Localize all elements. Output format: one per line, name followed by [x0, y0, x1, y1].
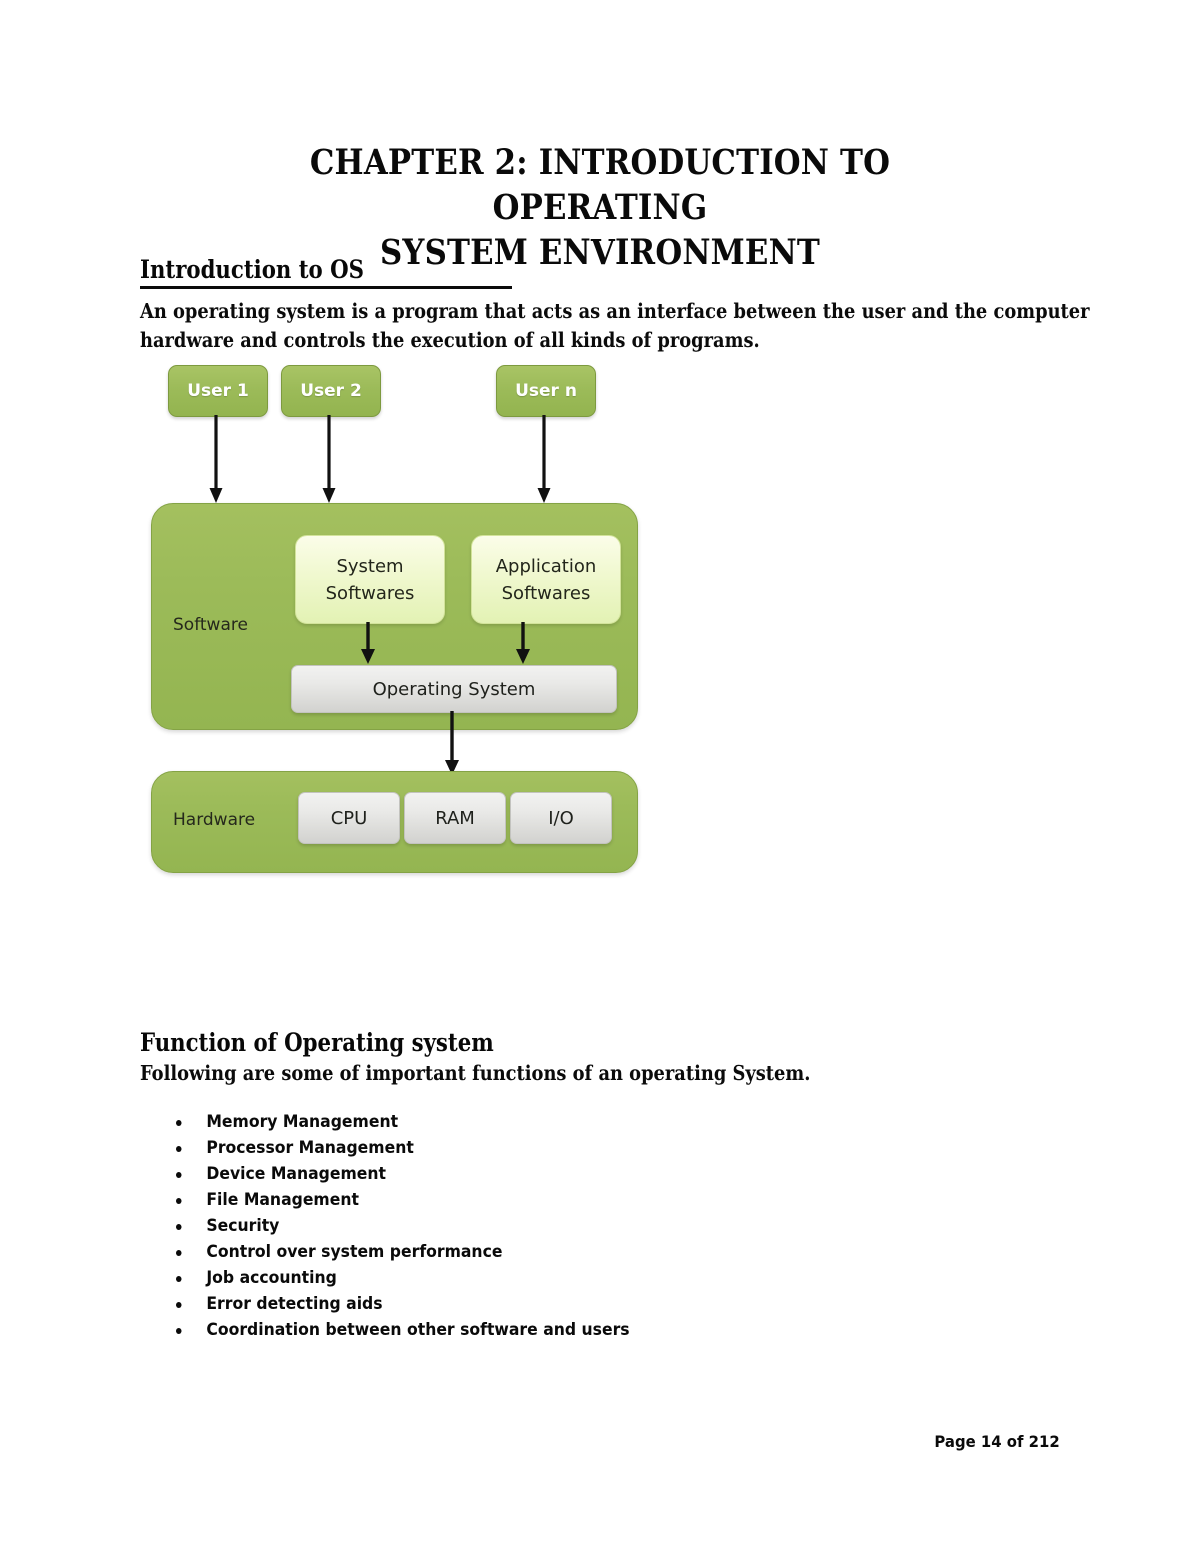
diagram-hardware-ram-label: RAM	[435, 807, 475, 829]
list-item: File Management	[176, 1190, 820, 1216]
list-item: Device Management	[176, 1164, 820, 1190]
arrow-system-softwares-to-os	[361, 622, 375, 664]
intro-paragraph-line-2: hardware and controls the execution of a…	[140, 328, 760, 352]
page-title-line-1: CHAPTER 2: INTRODUCTION TO OPERATING	[309, 142, 891, 228]
heading-introduction-to-os: Introduction to OS	[140, 255, 364, 284]
arrow-os-to-hardware	[445, 711, 459, 775]
page-footer: Page 14 of 212	[934, 1432, 1060, 1451]
bullet-icon	[176, 1120, 182, 1126]
page-title: CHAPTER 2: INTRODUCTION TO OPERATING SYS…	[204, 140, 996, 275]
list-item: Security	[176, 1216, 820, 1242]
diagram-application-softwares-line-2: Softwares	[501, 582, 591, 604]
diagram-application-softwares-line-1: Application	[495, 555, 597, 577]
os-architecture-diagram: User 1 User 2 User n Software System Sof…	[140, 358, 660, 878]
list-item-label: Memory Management	[206, 1112, 399, 1132]
list-item: Coordination between other software and …	[176, 1320, 820, 1346]
list-item-label: Error detecting aids	[206, 1294, 383, 1314]
list-item-label: Security	[206, 1216, 280, 1236]
page-title-line-2: SYSTEM ENVIRONMENT	[379, 232, 820, 273]
list-item-label: Device Management	[206, 1164, 386, 1184]
list-item-label: Job accounting	[206, 1268, 337, 1288]
bullet-icon	[176, 1198, 182, 1204]
diagram-application-softwares-box: Application Softwares	[471, 535, 621, 624]
diagram-user-label-2: User 2	[300, 381, 362, 401]
diagram-system-softwares-box: System Softwares	[295, 535, 445, 624]
functions-paragraph: Following are some of important function…	[140, 1061, 811, 1085]
heading-function-of-operating-system: Function of Operating system	[140, 1028, 494, 1057]
bullet-icon	[176, 1276, 182, 1282]
diagram-hardware-ram-box: RAM	[404, 792, 506, 844]
diagram-hardware-io-label: I/O	[548, 807, 574, 829]
list-item: Job accounting	[176, 1268, 820, 1294]
diagram-operating-system-box: Operating System	[291, 665, 617, 713]
diagram-hardware-cpu-box: CPU	[298, 792, 400, 844]
bullet-icon	[176, 1224, 182, 1230]
diagram-hardware-io-box: I/O	[510, 792, 612, 844]
list-item-label: Control over system performance	[206, 1242, 503, 1262]
list-item: Memory Management	[176, 1112, 820, 1138]
diagram-software-label: Software	[173, 615, 248, 635]
list-item: Error detecting aids	[176, 1294, 820, 1320]
intro-paragraph-line-1: An operating system is a program that ac…	[140, 299, 1090, 323]
diagram-operating-system-label: Operating System	[372, 678, 536, 700]
functions-list: Memory Management Processor Management D…	[176, 1112, 876, 1346]
arrow-user2-to-software	[322, 415, 336, 503]
list-item: Processor Management	[176, 1138, 820, 1164]
diagram-system-softwares-line-1: System	[336, 555, 404, 577]
heading-underline	[140, 286, 512, 289]
bullet-icon	[176, 1328, 182, 1334]
arrow-usern-to-software	[537, 415, 551, 503]
diagram-user-label-n: User n	[515, 381, 577, 401]
bullet-icon	[176, 1172, 182, 1178]
arrow-application-softwares-to-os	[516, 622, 530, 664]
arrow-user1-to-software	[209, 415, 223, 503]
diagram-user-box-1: User 1	[168, 365, 268, 417]
bullet-icon	[176, 1146, 182, 1152]
diagram-hardware-label: Hardware	[173, 810, 256, 830]
list-item-label: File Management	[206, 1190, 359, 1210]
list-item-label: Coordination between other software and …	[206, 1320, 630, 1340]
bullet-icon	[176, 1302, 182, 1308]
diagram-system-softwares-line-2: Softwares	[325, 582, 415, 604]
bullet-icon	[176, 1250, 182, 1256]
list-item-label: Processor Management	[206, 1138, 414, 1158]
diagram-user-box-n: User n	[496, 365, 596, 417]
diagram-user-label-1: User 1	[187, 381, 249, 401]
diagram-user-box-2: User 2	[281, 365, 381, 417]
list-item: Control over system performance	[176, 1242, 820, 1268]
diagram-hardware-cpu-label: CPU	[330, 807, 368, 829]
